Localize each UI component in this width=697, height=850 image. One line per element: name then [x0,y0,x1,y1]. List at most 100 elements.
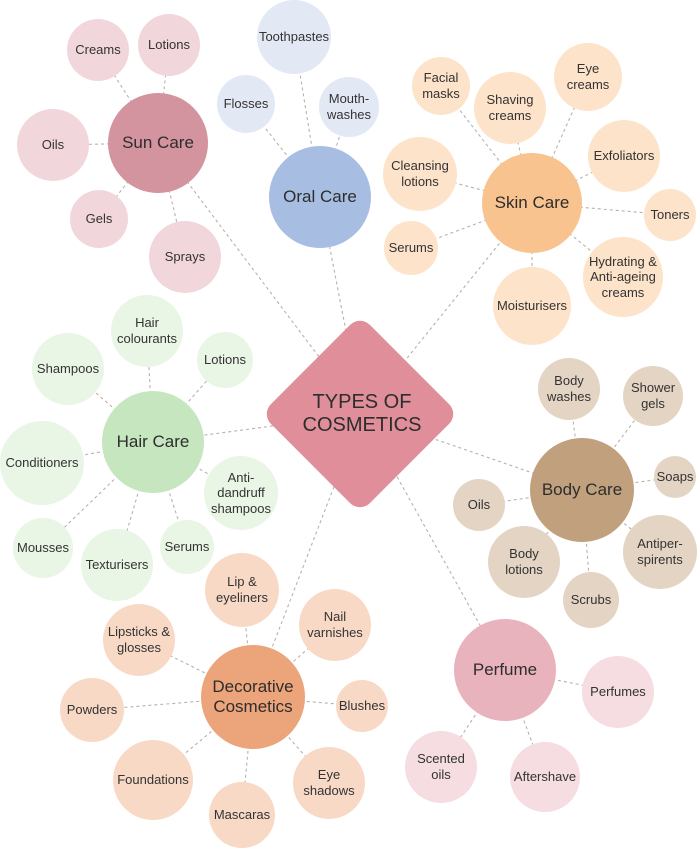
body-care-item-body-washes-label: Body washes [546,373,592,404]
body-care-item-oils-label: Oils [467,497,491,513]
hair-care-item-hair-colourants: Hair colourants [111,295,183,367]
decorative-cosmetics-item-foundations: Foundations [113,740,193,820]
skin-care-item-facial-masks-label: Facial masks [422,70,460,101]
skin-care-item-shaving-creams-label: Shaving creams [486,92,534,123]
skin-care-item-eye-creams: Eye creams [554,43,622,111]
oral-care-item-flosses-label: Flosses [223,96,269,112]
body-care-item-soaps-label: Soaps [656,469,694,485]
sun-care-item-oils: Oils [17,109,89,181]
perfume-item-scented-oils: Scented oils [405,731,477,803]
skin-care-item-eye-creams-label: Eye creams [566,61,610,92]
hub-decorative-cosmetics: Decorative Cosmetics [201,645,305,749]
body-care-item-soaps: Soaps [654,456,696,498]
skin-care-item-moisturisers-label: Moisturisers [496,298,568,314]
perfume-item-perfumes-label: Perfumes [590,684,646,700]
hair-care-item-conditioners: Conditioners [0,421,84,505]
skin-care-item-exfoliators: Exfoliators [588,120,660,192]
hair-care-item-mousses-label: Mousses [16,540,70,556]
skin-care-item-toners-label: Toners [650,207,690,223]
hair-care-item-serums-label: Serums [164,539,210,555]
hair-care-item-texturisers-label: Texturisers [85,557,149,573]
decorative-cosmetics-item-powders: Powders [60,678,124,742]
body-care-item-antiper-spirents: Antiper- spirents [623,515,697,589]
decorative-cosmetics-item-mascaras-label: Mascaras [213,807,271,823]
body-care-item-scrubs: Scrubs [563,572,619,628]
hub-body-care: Body Care [530,438,634,542]
body-care-item-body-washes: Body washes [538,358,600,420]
decorative-cosmetics-item-nail-varnishes-label: Nail varnishes [307,609,363,640]
body-care-item-body-lotions-label: Body lotions [505,546,543,577]
decorative-cosmetics-item-lip-eyeliners-label: Lip & eyeliners [215,574,269,605]
sun-care-item-lotions: Lotions [138,14,200,76]
decorative-cosmetics-item-mascaras: Mascaras [209,782,275,848]
decorative-cosmetics-item-eye-shadows: Eye shadows [293,747,365,819]
oral-care-item-mouth-washes: Mouth- washes [319,77,379,137]
hub-oral-care: Oral Care [269,146,371,248]
oral-care-item-flosses: Flosses [217,75,275,133]
skin-care-item-shaving-creams: Shaving creams [474,72,546,144]
hair-care-item-shampoos-label: Shampoos [36,361,100,377]
hair-care-item-anti-dandruff-shampoos-label: Anti- dandruff shampoos [211,469,271,516]
skin-care-item-cleansing-lotions-label: Cleansing lotions [391,158,449,189]
center-title: TYPES OF COSMETICS [302,391,422,436]
skin-care-item-serums-label: Serums [388,240,434,256]
body-care-item-shower-gels: Shower gels [623,366,683,426]
hair-care-item-hair-colourants-label: Hair colourants [117,315,177,346]
hub-hair-care: Hair Care [102,391,204,493]
oral-care-item-mouth-washes-label: Mouth- washes [326,91,372,122]
sun-care-item-gels: Gels [70,190,128,248]
body-care-item-shower-gels-label: Shower gels [630,380,676,411]
decorative-cosmetics-item-nail-varnishes: Nail varnishes [299,589,371,661]
decorative-cosmetics-item-eye-shadows-label: Eye shadows [303,767,355,798]
body-care-item-scrubs-label: Scrubs [570,592,612,608]
skin-care-item-serums: Serums [384,221,438,275]
hair-care-item-lotions-label: Lotions [204,352,246,368]
sun-care-item-sprays-label: Sprays [164,249,206,265]
sun-care-item-sprays: Sprays [149,221,221,293]
perfume-item-aftershave: Aftershave [510,742,580,812]
perfume-item-aftershave-label: Aftershave [513,769,577,785]
decorative-cosmetics-item-lip-eyeliners: Lip & eyeliners [205,553,279,627]
skin-care-item-moisturisers: Moisturisers [493,267,571,345]
body-care-item-body-lotions: Body lotions [488,526,560,598]
hub-sun-care-label: Sun Care [122,132,194,152]
skin-care-item-facial-masks: Facial masks [412,57,470,115]
decorative-cosmetics-item-foundations-label: Foundations [117,772,189,788]
hair-care-item-mousses: Mousses [13,518,73,578]
body-care-item-antiper-spirents-label: Antiper- spirents [637,536,683,567]
skin-care-item-exfoliators-label: Exfoliators [593,148,655,164]
skin-care-item-hydrating-anti-ageing-creams-label: Hydrating & Anti-ageing creams [589,253,657,300]
hair-care-item-anti-dandruff-shampoos: Anti- dandruff shampoos [204,456,278,530]
hair-care-item-lotions: Lotions [197,332,253,388]
hub-decorative-cosmetics-label: Decorative Cosmetics [212,676,294,716]
skin-care-item-hydrating-anti-ageing-creams: Hydrating & Anti-ageing creams [583,237,663,317]
decorative-cosmetics-item-lipsticks-glosses: Lipsticks & glosses [103,604,175,676]
hub-skin-care-label: Skin Care [494,192,570,212]
sun-care-item-gels-label: Gels [85,211,113,227]
oral-care-item-toothpastes-label: Toothpastes [258,29,330,45]
hub-perfume: Perfume [454,619,556,721]
skin-care-item-cleansing-lotions: Cleansing lotions [383,137,457,211]
perfume-item-scented-oils-label: Scented oils [417,751,465,782]
hub-sun-care: Sun Care [108,93,208,193]
body-care-item-oils: Oils [453,479,505,531]
sun-care-item-creams: Creams [67,19,129,81]
perfume-item-perfumes: Perfumes [582,656,654,728]
decorative-cosmetics-item-blushes: Blushes [336,680,388,732]
skin-care-item-toners: Toners [644,189,696,241]
hair-care-item-serums: Serums [160,520,214,574]
sun-care-item-creams-label: Creams [75,42,121,58]
decorative-cosmetics-item-powders-label: Powders [66,702,118,718]
decorative-cosmetics-item-blushes-label: Blushes [338,698,386,714]
hair-care-item-shampoos: Shampoos [32,333,104,405]
decorative-cosmetics-item-lipsticks-glosses-label: Lipsticks & glosses [107,624,171,655]
oral-care-item-toothpastes: Toothpastes [257,0,331,74]
hub-hair-care-label: Hair Care [116,431,190,451]
sun-care-item-oils-label: Oils [41,137,65,153]
hub-body-care-label: Body Care [541,479,623,499]
hub-oral-care-label: Oral Care [283,186,357,206]
hair-care-item-conditioners-label: Conditioners [5,455,79,471]
hub-perfume-label: Perfume [472,659,538,679]
hair-care-item-texturisers: Texturisers [81,529,153,601]
